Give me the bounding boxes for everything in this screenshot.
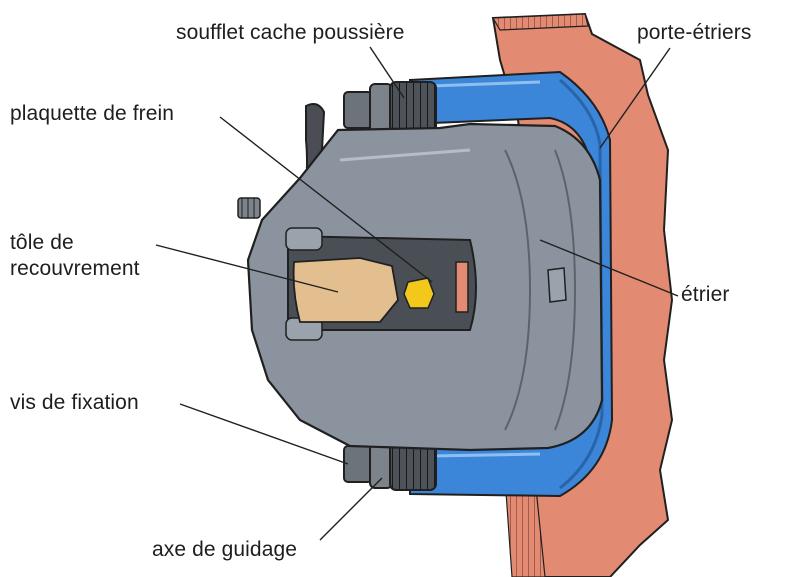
lower-guide-pin (343, 439, 437, 491)
leader-lines (155, 46, 679, 541)
label-axe: axe de guidage (152, 538, 298, 561)
leader-porte-etriers (599, 47, 671, 149)
brake-pad (292, 257, 399, 323)
label-etrier: étrier (681, 283, 730, 306)
leader-tole (155, 244, 339, 293)
leader-axe (319, 477, 383, 541)
leader-soufflet (369, 46, 405, 99)
label-tole: tôle de recouvrement (10, 230, 140, 282)
leader-etrier (539, 239, 679, 297)
cover-plate (455, 261, 469, 313)
label-tole-line1: tôle de (10, 231, 74, 254)
label-tole-line2: recouvrement (10, 257, 140, 280)
label-soufflet: soufflet cache poussière (176, 21, 405, 44)
label-porte-etriers: porte-étriers (637, 21, 752, 44)
leader-vis (179, 403, 349, 465)
label-plaquette: plaquette de frein (10, 102, 175, 125)
pad-window (285, 227, 477, 341)
retaining-bolt (403, 277, 435, 309)
label-vis: vis de fixation (10, 391, 139, 414)
leader-plaquette (219, 116, 433, 283)
upper-guide-pin (343, 81, 437, 133)
